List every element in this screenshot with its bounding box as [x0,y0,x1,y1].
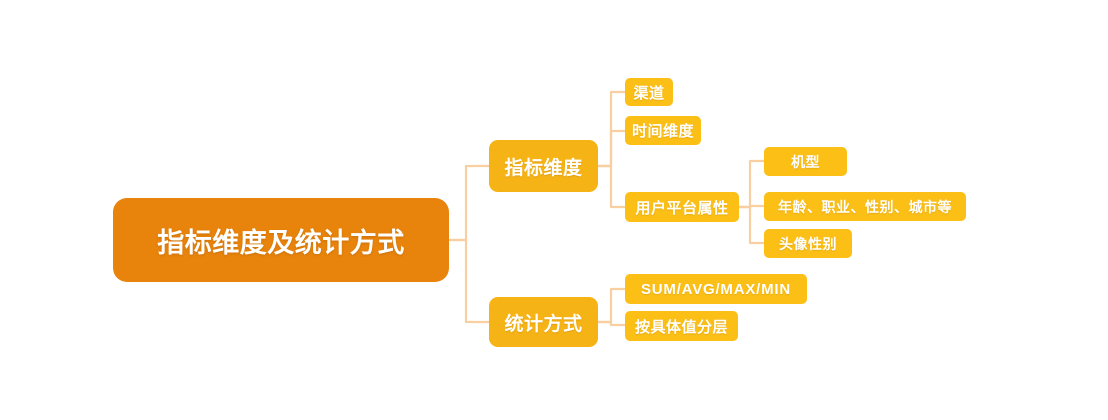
leaf-node-demographics[interactable]: 年龄、职业、性别、城市等 [764,192,966,221]
leaf-node-aggregate-functions[interactable]: SUM/AVG/MAX/MIN [625,274,807,304]
connector-dimension-to-platform [596,164,627,209]
connector-method-to-aggregate [596,287,627,324]
leaf-node-channel[interactable]: 渠道 [625,78,673,106]
connector-root-to-method [447,238,491,324]
root-node[interactable]: 指标维度及统计方式 [113,198,449,282]
connector-dimension-to-time [596,129,627,168]
leaf-node-user-platform-attributes[interactable]: 用户平台属性 [625,192,739,222]
branch-node-indicator-dimension[interactable]: 指标维度 [489,140,598,192]
connector-platform-to-model [737,159,766,209]
branch-node-statistical-method[interactable]: 统计方式 [489,297,598,347]
leaf-node-time-dimension[interactable]: 时间维度 [625,116,701,145]
leaf-node-device-model[interactable]: 机型 [764,147,847,176]
connector-root-to-dimension [447,164,491,242]
connector-method-to-layer [596,320,627,327]
connector-platform-to-avatar [737,205,766,245]
leaf-node-avatar-gender[interactable]: 头像性别 [764,229,852,258]
leaf-node-value-layering[interactable]: 按具体值分层 [625,311,738,341]
